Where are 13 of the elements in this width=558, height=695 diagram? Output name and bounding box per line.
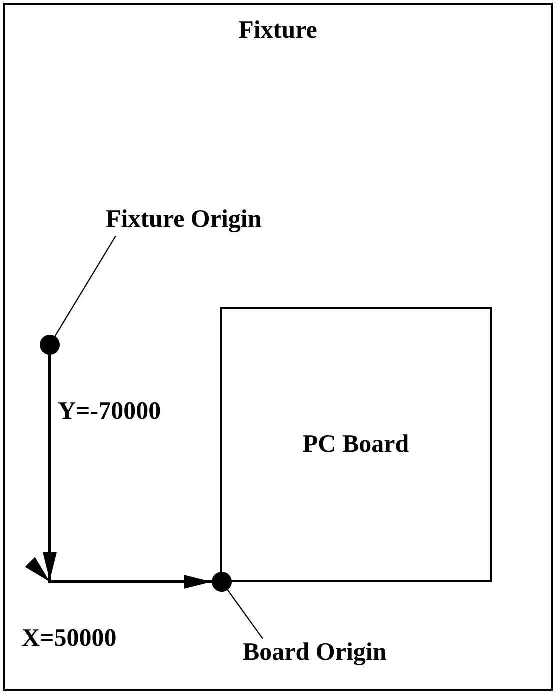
origin-point (212, 572, 232, 592)
offset-arrow (26, 355, 212, 589)
fixture-frame (3, 3, 553, 691)
board-box (220, 307, 492, 582)
leader-line (227, 590, 264, 640)
dimension-label: Y=-70000 (58, 398, 162, 426)
origin-label: Board Origin (243, 639, 387, 667)
leader-line (54, 236, 117, 337)
origin-point (40, 335, 60, 355)
dimension-label: X=50000 (22, 625, 117, 653)
board-label: PC Board (302, 430, 410, 458)
frame-title: Fixture (238, 17, 318, 45)
origin-label: Fixture Origin (106, 206, 262, 234)
